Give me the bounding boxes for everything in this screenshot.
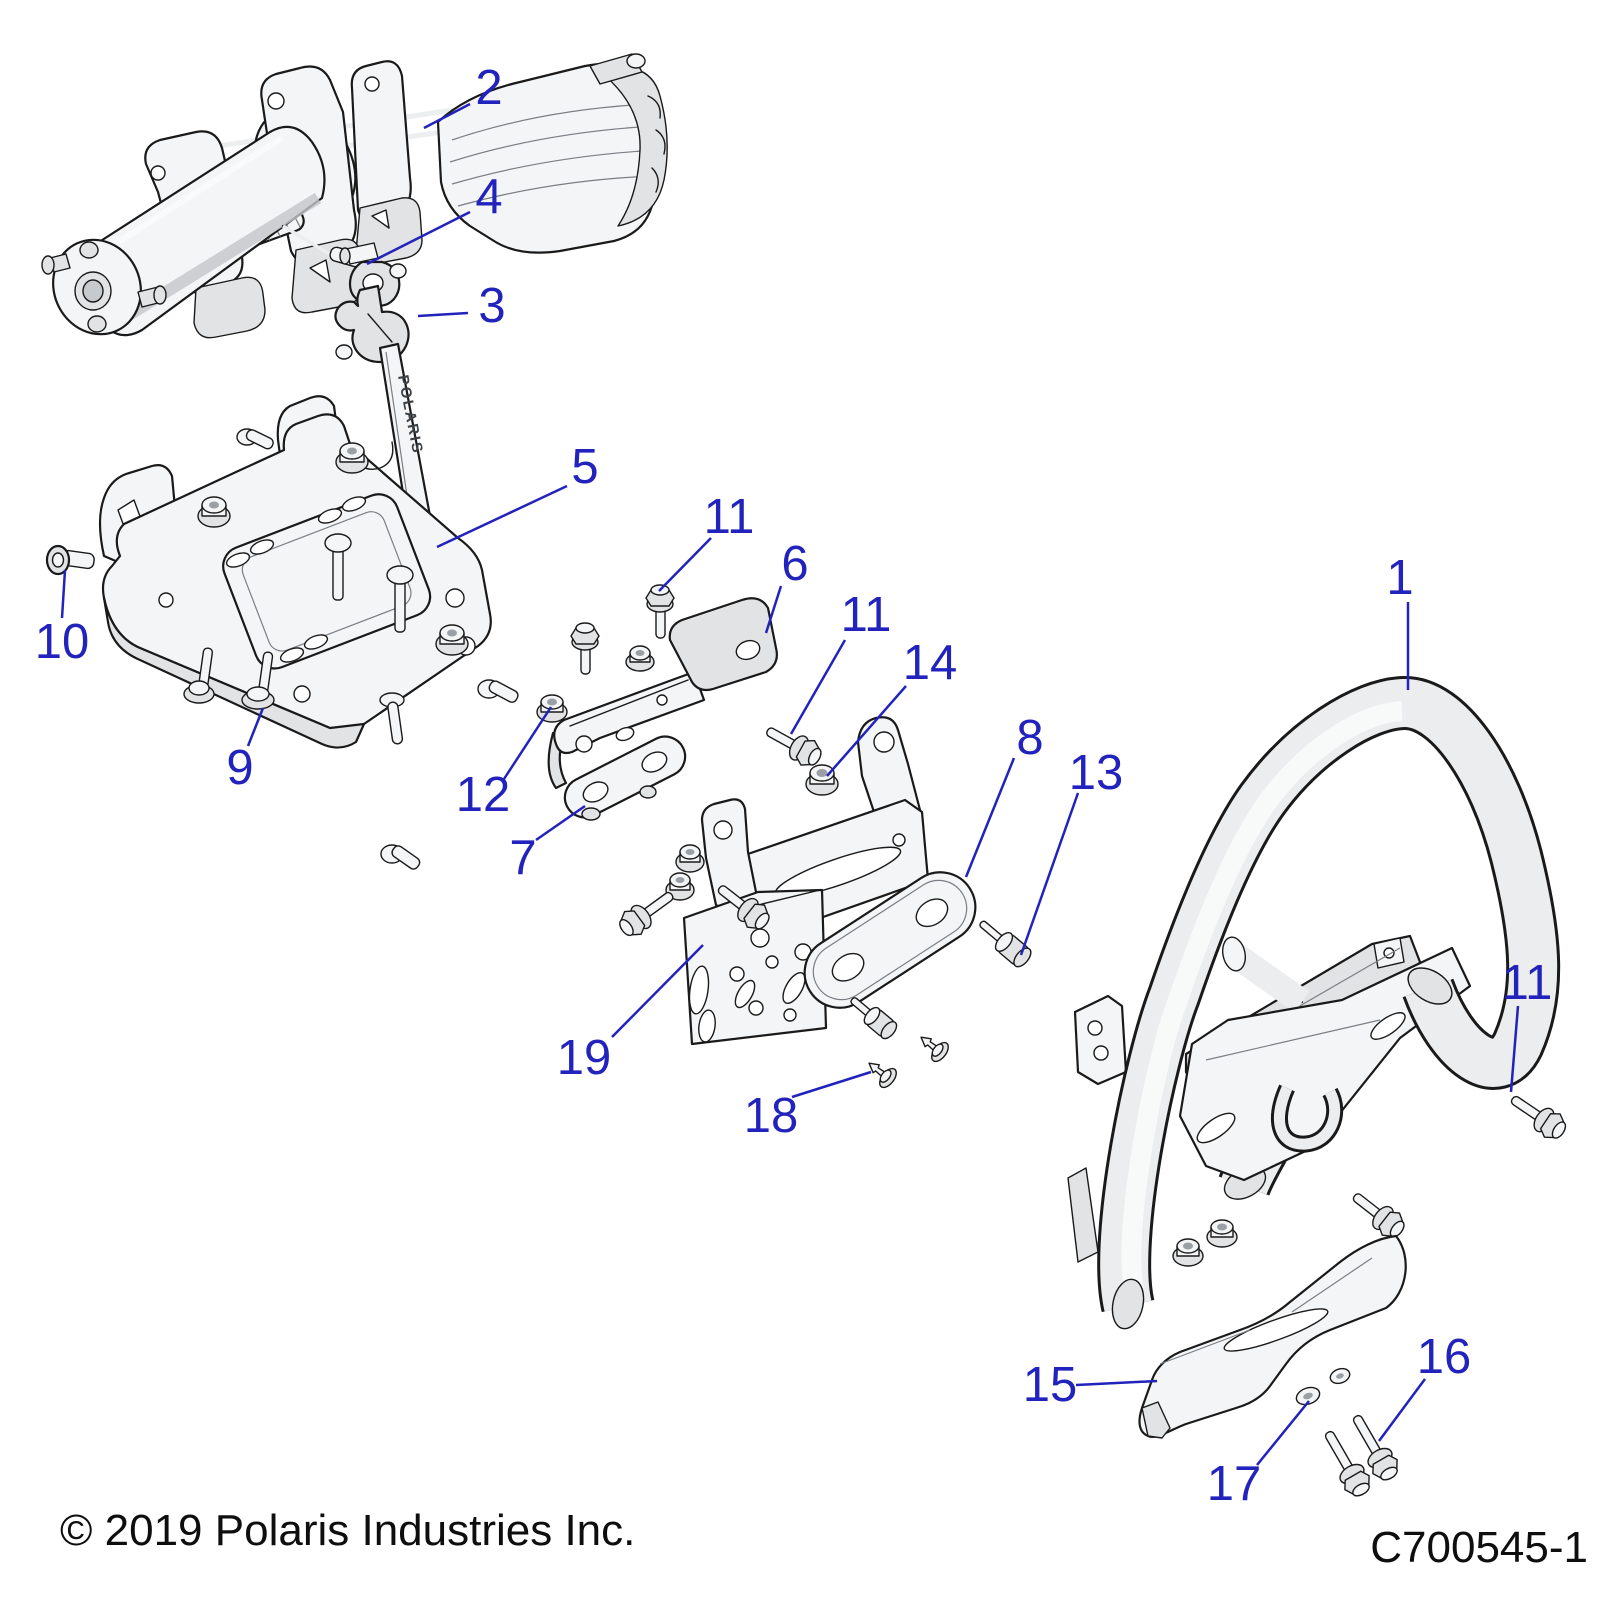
winch-motor-body xyxy=(41,125,326,337)
leader-line-11-10 xyxy=(658,537,712,592)
flange-bolt xyxy=(570,622,600,675)
callout-12-13: 12 xyxy=(456,768,511,822)
winch-assembly: POLARIS xyxy=(41,53,668,557)
callout-11-11: 11 xyxy=(841,588,892,642)
bumper-1 xyxy=(1067,676,1567,1330)
callout-10-9: 10 xyxy=(35,615,90,669)
leader-line-11-12 xyxy=(1509,1005,1520,1093)
callout-2-1: 2 xyxy=(475,61,502,115)
callout-6-5: 6 xyxy=(781,537,808,591)
leader-line-17-18 xyxy=(1256,1400,1310,1466)
callout-1-0: 1 xyxy=(1386,551,1413,605)
bracket-6-end-plate xyxy=(668,597,778,692)
callout-16-17: 16 xyxy=(1417,1330,1472,1384)
leader-line-4-3 xyxy=(366,210,471,266)
leader-line-19-20 xyxy=(611,944,704,1038)
callout-8-7: 8 xyxy=(1016,711,1043,765)
bumper-face-plate xyxy=(1178,946,1472,1182)
callout-5-4: 5 xyxy=(571,440,598,494)
callout-11-12: 11 xyxy=(1502,956,1553,1010)
copyright-text: © 2019 Polaris Industries Inc. xyxy=(60,1506,635,1555)
leader-line-15-16 xyxy=(1075,1379,1158,1387)
bolt-10 xyxy=(45,544,95,576)
nut-12 xyxy=(536,694,568,723)
leader-line-10-9 xyxy=(60,569,67,619)
socket-bolt-13 xyxy=(979,920,1032,968)
winch-hook xyxy=(334,284,410,364)
carriage-bolts xyxy=(324,533,414,633)
bracket-19-group xyxy=(619,716,930,1046)
flange-bolt-11c xyxy=(1510,1095,1567,1139)
callout-3-2: 3 xyxy=(478,279,505,333)
bumper-pin xyxy=(1221,936,1310,1013)
leader-line-16-17 xyxy=(1377,1378,1427,1442)
socket-bolt-small xyxy=(850,997,898,1040)
flange-bolt-11b xyxy=(766,727,822,766)
leader-line-18-19 xyxy=(791,1070,872,1099)
winch-frame-right xyxy=(350,60,423,266)
callout-17-18: 17 xyxy=(1207,1457,1262,1511)
washers-17 xyxy=(1295,1367,1351,1406)
leader-line-2-1 xyxy=(423,102,471,130)
winch-clutch-lever xyxy=(589,53,646,85)
link-plate-7 xyxy=(563,735,687,819)
leader-line-8-7 xyxy=(964,757,1016,878)
leader-line-7-6 xyxy=(535,804,586,842)
winch-mount-plate xyxy=(45,395,519,870)
callout-14-15: 14 xyxy=(903,636,958,690)
leader-line-3-2 xyxy=(417,311,469,318)
callout-18-19: 18 xyxy=(744,1089,799,1143)
bracket-6-group xyxy=(536,584,839,821)
part-code-text: C700545-1 xyxy=(1370,1523,1588,1572)
callout-4-3: 4 xyxy=(475,170,502,224)
leader-line-9-8 xyxy=(246,707,265,747)
callout-19-20: 19 xyxy=(557,1031,612,1085)
bracket-19-hardware xyxy=(619,844,770,937)
callout-7-6: 7 xyxy=(509,831,536,885)
push-rivet-18 xyxy=(868,1062,897,1089)
callout-13-14: 13 xyxy=(1069,746,1124,800)
push-rivet-a xyxy=(920,1036,949,1063)
motor-face-bolts xyxy=(41,241,167,333)
leader-line-12-13 xyxy=(502,706,553,780)
bumper-cover-15 xyxy=(1138,1234,1407,1439)
mount-plate-screws xyxy=(183,428,519,870)
callout-9-8: 9 xyxy=(226,741,253,795)
leader-line-14-15 xyxy=(826,685,907,777)
callout-15-16: 15 xyxy=(1023,1358,1078,1412)
nut-14 xyxy=(805,764,839,796)
bumper-fasteners xyxy=(1172,1095,1567,1267)
leader-line-13-14 xyxy=(1019,792,1080,956)
bolts-16 xyxy=(1324,1414,1398,1497)
flange-nut-small xyxy=(625,645,655,672)
fairlead-8 xyxy=(803,871,977,1009)
leader-line-11-11 xyxy=(789,639,847,735)
bumper-tube-loop xyxy=(1097,676,1561,1330)
bumper-left-tab xyxy=(1073,994,1128,1086)
leader-line-5-4 xyxy=(436,484,568,549)
mount-plate-nuts xyxy=(197,442,469,656)
mount-plate-platform xyxy=(222,493,432,670)
mount-plate-skirt xyxy=(102,596,366,749)
callout-11-10: 11 xyxy=(704,490,755,544)
bumper-tow-hook xyxy=(1271,1084,1344,1153)
winch-motor-housing xyxy=(436,53,668,254)
leader-line-6-5 xyxy=(764,585,783,634)
